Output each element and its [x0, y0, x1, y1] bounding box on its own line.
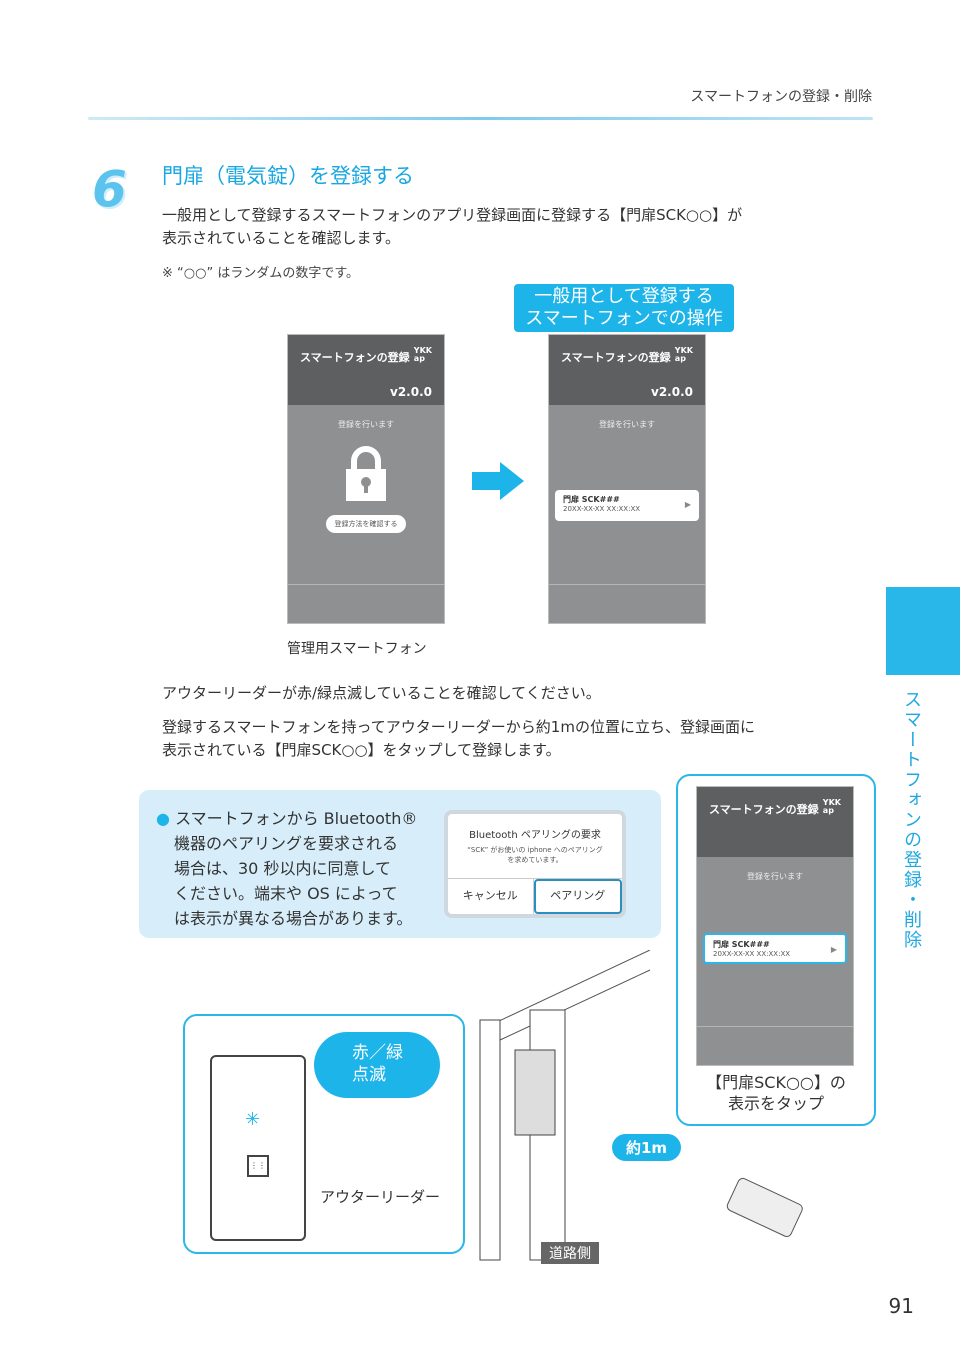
app-title: スマートフォンの登録	[561, 351, 671, 364]
paragraph-blink: アウターリーダーが赤/緑点滅していることを確認してください。	[162, 684, 601, 702]
bluetooth-dialog: Bluetooth ペアリングの要求 “SCK” がお使いの iphone への…	[444, 810, 626, 918]
keypad-icon: ⋮⋮	[247, 1155, 269, 1177]
gate-illustration	[479, 950, 651, 1261]
step-number: 6	[92, 160, 127, 218]
cancel-button[interactable]: キャンセル	[448, 879, 534, 914]
arrow-right-icon	[472, 462, 524, 500]
version: v2.0.0	[390, 385, 432, 399]
gate-item[interactable]: 門扉 SCK###20XX-XX-XX XX:XX:XX▶	[703, 933, 847, 964]
divider	[88, 117, 873, 120]
app-title: スマートフォンの登録	[300, 351, 410, 364]
pair-button[interactable]: ペアリング	[533, 879, 622, 914]
badge-line: 一般用として登録する	[534, 286, 714, 307]
bluetooth-note: ● スマートフォンから Bluetooth® 機器のペアリングを要求される 場合…	[156, 809, 418, 928]
version: v2.0.0	[651, 385, 693, 399]
road-side-label: 道路側	[541, 1242, 599, 1264]
paragraph-register: 登録するスマートフォンを持ってアウターリーダーから約1mの位置に立ち、登録画面に…	[162, 718, 755, 759]
page-number: 91	[888, 1294, 914, 1318]
blink-icon: ✳	[245, 1109, 261, 1130]
desc-line: 一般用として登録するスマートフォンのアプリ登録画面に登録する【門扉SCK○○】が	[162, 206, 743, 224]
tap-caption: 【門扉SCK○○】の表示をタップ	[706, 1073, 846, 1113]
general-phone-badge: 一般用として登録する スマートフォンでの操作	[514, 284, 734, 332]
confirm-method-button[interactable]: 登録方法を確認する	[326, 515, 406, 533]
caption-admin-phone: 管理用スマートフォン	[287, 641, 427, 657]
section-tab	[886, 587, 960, 675]
blink-bubble: 赤／緑点滅	[314, 1032, 440, 1098]
outer-reader: ✳ ⋮⋮	[210, 1055, 306, 1241]
note: ※ “○○” はランダムの数字です。	[162, 266, 360, 281]
status-text: 登録を行います	[599, 420, 655, 429]
reader-label: アウターリーダー	[320, 1188, 441, 1206]
lock-icon	[346, 446, 386, 501]
step-title: 門扉（電気錠）を登録する	[162, 164, 414, 188]
desc-line: 表示されていることを確認します。	[162, 229, 401, 247]
step-description: 一般用として登録するスマートフォンのアプリ登録画面に登録する【門扉SCK○○】が…	[162, 204, 742, 250]
hand-phone-icon	[726, 1177, 803, 1237]
section-tab-label: スマートフォンの登録・削除	[901, 690, 922, 950]
running-header: スマートフォンの登録・削除	[690, 89, 872, 105]
badge-line: スマートフォンでの操作	[525, 308, 723, 329]
gate-item[interactable]: 門扉 SCK###20XX-XX-XX XX:XX:XX▶	[555, 490, 699, 521]
chevron-right-icon: ▶	[684, 500, 691, 509]
status-text: 登録を行います	[338, 420, 394, 429]
distance-label: 約1m	[612, 1134, 682, 1161]
